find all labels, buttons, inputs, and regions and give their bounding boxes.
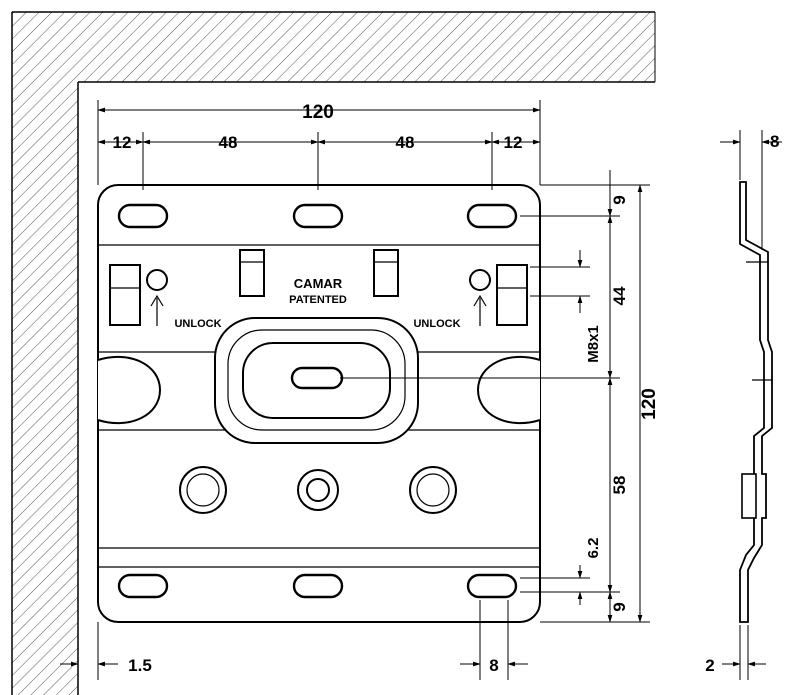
slot-bottom-left bbox=[117, 573, 169, 599]
wall-section bbox=[11, 11, 656, 695]
dim-overall-height: 120 bbox=[639, 388, 660, 420]
clip-right bbox=[373, 249, 399, 297]
dim-pitch-right: 48 bbox=[396, 133, 415, 152]
unlock-left-label: UNLOCK bbox=[174, 318, 221, 330]
slot-bottom-center bbox=[292, 573, 344, 599]
dim-profile-base: 2 bbox=[705, 656, 714, 675]
dim-lower-spacing: 58 bbox=[610, 476, 629, 495]
patent-label: PATENTED bbox=[289, 294, 347, 306]
dim-edge-right: 12 bbox=[504, 133, 523, 152]
dim-slot-step: 6.2 bbox=[585, 538, 602, 559]
lock-left bbox=[109, 264, 168, 326]
dim-top-offset: 9 bbox=[610, 195, 629, 204]
right-dimensions bbox=[340, 170, 650, 623]
slot-top-center bbox=[292, 203, 344, 229]
lock-right bbox=[469, 264, 528, 326]
hole-right bbox=[409, 466, 457, 514]
hole-left bbox=[179, 466, 227, 514]
dim-pitch-left: 48 bbox=[219, 133, 238, 152]
dim-thread: M8x1 bbox=[585, 325, 602, 363]
dim-overall-width: 120 bbox=[302, 102, 334, 123]
brand-label: CAMAR bbox=[294, 276, 343, 291]
bottom-dimensions bbox=[60, 600, 528, 680]
dim-wall-gap: 1.5 bbox=[128, 656, 152, 675]
slot-bottom-right bbox=[466, 573, 518, 599]
central-recess bbox=[214, 317, 419, 444]
hole-center bbox=[297, 469, 339, 511]
mounting-plate: CAMAR PATENTED UNLOCK UNLOCK bbox=[97, 184, 541, 623]
slot-top-left bbox=[117, 203, 169, 229]
dim-profile-thickness: 8 bbox=[770, 132, 779, 151]
clip-left bbox=[239, 249, 265, 297]
slot-center bbox=[290, 366, 344, 390]
dim-mid-spacing: 44 bbox=[610, 286, 629, 305]
dim-bottom-offset: 9 bbox=[610, 602, 629, 611]
top-dimensions bbox=[97, 100, 541, 190]
unlock-right-label: UNLOCK bbox=[413, 318, 460, 330]
dim-edge-left: 12 bbox=[113, 133, 132, 152]
slot-top-right bbox=[466, 203, 518, 229]
side-profile bbox=[720, 130, 782, 680]
dim-slot-width: 8 bbox=[489, 656, 498, 675]
